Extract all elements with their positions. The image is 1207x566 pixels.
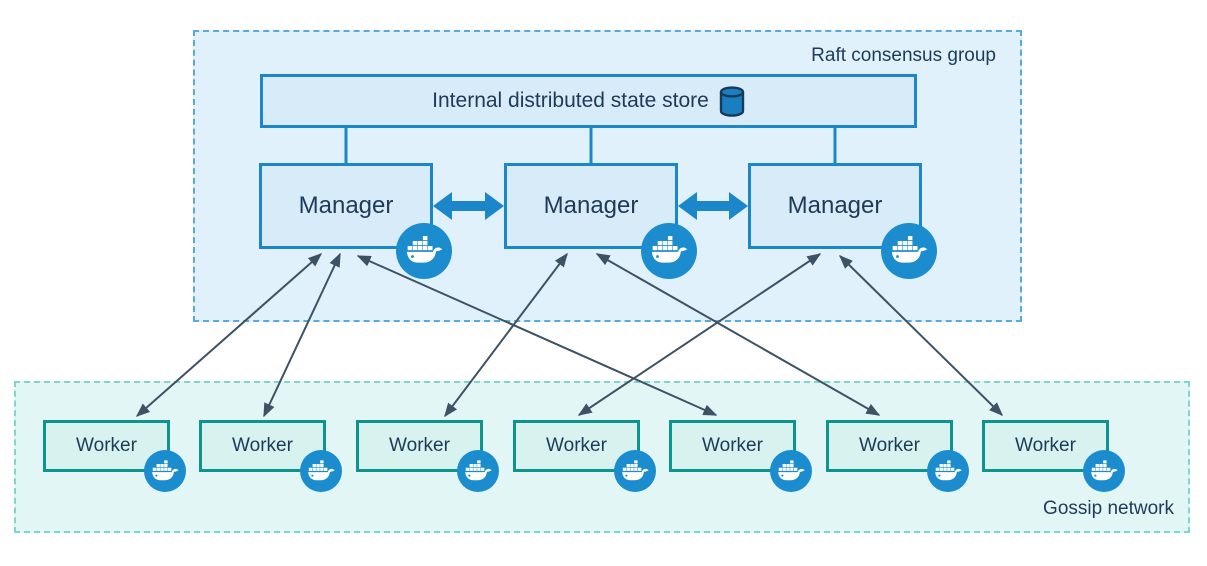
worker-box-5: Worker xyxy=(669,420,796,472)
manager-label: Manager xyxy=(543,192,639,219)
docker-icon xyxy=(1083,450,1125,492)
manager-label: Manager xyxy=(298,192,394,219)
docker-icon xyxy=(641,223,697,279)
worker-box-6: Worker xyxy=(826,420,953,472)
arrow-manager2-worker6 xyxy=(595,253,881,416)
worker-label: Worker xyxy=(76,435,137,456)
arrow-manager2-worker3 xyxy=(444,252,568,418)
worker-box-7: Worker xyxy=(982,420,1109,472)
arrow-manager3-worker4 xyxy=(577,253,822,416)
database-cylinder-icon xyxy=(719,85,745,117)
manager-sync-arrow-2 xyxy=(678,192,748,220)
docker-icon xyxy=(881,223,937,279)
worker-label: Worker xyxy=(1015,435,1076,456)
docker-icon xyxy=(770,450,812,492)
manager-label: Manager xyxy=(787,192,883,219)
manager-worker-arrows xyxy=(135,252,1003,418)
raft-group-label: Raft consensus group xyxy=(811,45,996,66)
docker-icon xyxy=(457,450,499,492)
arrow-manager3-worker7 xyxy=(839,255,1003,416)
docker-icon xyxy=(396,223,452,279)
manager-sync-arrow-1 xyxy=(433,192,504,220)
arrow-manager1-worker5 xyxy=(356,255,718,416)
manager-sync-arrows xyxy=(433,192,748,220)
worker-label: Worker xyxy=(702,435,763,456)
docker-icon xyxy=(300,450,342,492)
state-store-box: Internal distributed state store xyxy=(260,74,917,128)
worker-box-1: Worker xyxy=(43,420,170,472)
arrow-manager1-worker2 xyxy=(263,252,341,418)
state-store-connectors xyxy=(344,126,837,165)
worker-label: Worker xyxy=(389,435,450,456)
worker-label: Worker xyxy=(859,435,920,456)
worker-label: Worker xyxy=(232,435,293,456)
state-store-label: Internal distributed state store xyxy=(432,89,709,112)
worker-label: Worker xyxy=(546,435,607,456)
docker-icon xyxy=(144,450,186,492)
arrow-manager1-worker1 xyxy=(135,253,323,417)
gossip-network-label: Gossip network xyxy=(1043,498,1174,519)
docker-icon xyxy=(614,450,656,492)
docker-icon xyxy=(927,450,969,492)
worker-box-3: Worker xyxy=(356,420,483,472)
